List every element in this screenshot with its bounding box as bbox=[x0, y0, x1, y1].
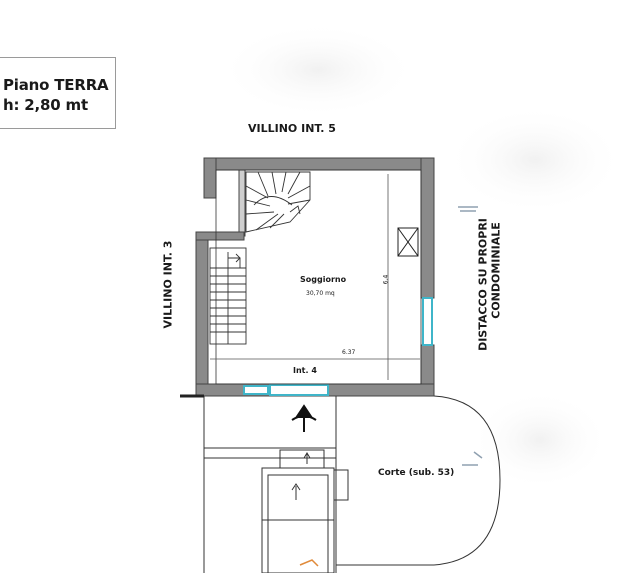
wall-right-upper bbox=[420, 157, 435, 299]
smudge bbox=[445, 105, 620, 215]
smudge bbox=[218, 22, 418, 118]
label-villino-int-5: VILLINO INT. 5 bbox=[248, 122, 336, 135]
courtyard-label: Corte (sub. 53) bbox=[378, 468, 455, 478]
wall-left bbox=[195, 231, 209, 393]
spiral-staircase bbox=[245, 171, 311, 233]
unit-label: Int. 4 bbox=[293, 366, 317, 375]
wall-left-notch bbox=[203, 157, 217, 199]
straight-staircase bbox=[209, 247, 247, 345]
wall-inner-stair bbox=[238, 169, 246, 237]
scribble-marks bbox=[458, 206, 483, 466]
room-name: Soggiorno bbox=[300, 275, 347, 284]
up-arrow-icon bbox=[291, 452, 311, 500]
label-villino-int-3: VILLINO INT. 3 bbox=[161, 240, 175, 329]
room-outline bbox=[215, 169, 422, 385]
wall-step bbox=[195, 231, 245, 241]
floor-info-box: Piano TERRA h: 2,80 mt bbox=[0, 57, 116, 129]
courtyard-outline bbox=[180, 394, 501, 573]
label-distacco-line1: DISTACCO SU PROPRI bbox=[476, 218, 490, 351]
floor-name: Piano TERRA bbox=[3, 76, 109, 94]
window-right bbox=[422, 297, 433, 346]
window-bottom-left bbox=[243, 385, 269, 395]
label-distacco-line2: CONDOMINIALE bbox=[489, 222, 503, 319]
smudge bbox=[470, 390, 610, 490]
room-area: 30,70 mq bbox=[306, 290, 335, 297]
floor-height: h: 2,80 mt bbox=[3, 96, 88, 114]
entrance-arrow-icon bbox=[291, 404, 317, 432]
wall-top bbox=[203, 157, 435, 171]
orange-mark bbox=[299, 559, 319, 567]
dimension-horizontal: 6.37 bbox=[342, 349, 356, 356]
dimension-vertical: 6.4 bbox=[382, 274, 390, 285]
dimension-lines bbox=[210, 174, 420, 380]
duct-x-box bbox=[397, 227, 419, 257]
entrance-door bbox=[269, 384, 329, 396]
